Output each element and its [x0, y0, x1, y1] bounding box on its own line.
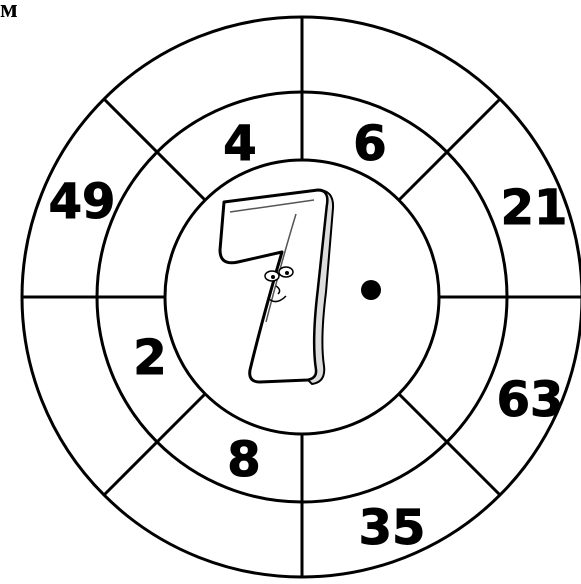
divider-bottom-left	[104, 394, 205, 495]
divider-bottom-right	[399, 394, 500, 495]
left-pupil	[271, 275, 275, 279]
inner-ring-number-6: 2	[133, 330, 166, 386]
right-pupil	[285, 271, 289, 275]
outer-ring-number-5: 35	[359, 500, 426, 556]
seven-character-illustration	[220, 190, 333, 384]
seven-shape-back	[220, 190, 328, 382]
divider-top-left	[104, 99, 205, 200]
corner-label: м	[0, 0, 18, 24]
divider-top-right	[399, 99, 500, 200]
inner-ring-number-5: 8	[227, 432, 260, 488]
inner-ring-number-1: 6	[353, 116, 386, 172]
inner-ring-number-0: 4	[223, 116, 256, 172]
multiply-dot-icon	[361, 280, 381, 300]
outer-ring-number-2: 21	[501, 180, 568, 236]
inner-ring-numbers: 4 6 8 2	[133, 116, 386, 488]
outer-ring-number-7: 49	[49, 174, 116, 230]
outer-ring-number-4: 63	[497, 372, 564, 428]
